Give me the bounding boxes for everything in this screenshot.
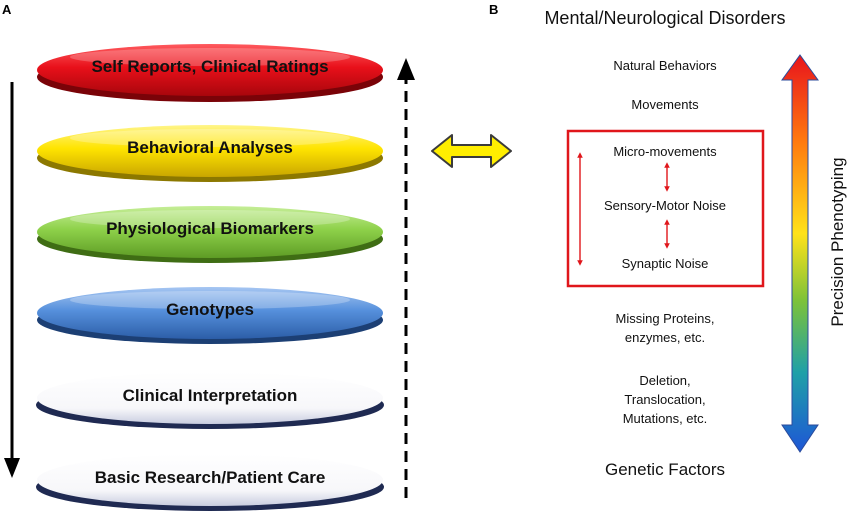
missing-line-1: Missing Proteins, — [615, 311, 715, 326]
deletion-line-3: Mutations, etc. — [622, 411, 708, 426]
layer-behavioral-analyses — [37, 125, 383, 182]
layer-label-clinical-interpretation: Clinical Interpretation — [122, 386, 298, 405]
layer-self-reports — [37, 44, 383, 102]
missing-line-2: enzymes, etc. — [624, 330, 706, 345]
panel-b-title: Mental/Neurological Disorders — [544, 8, 786, 28]
missing-proteins-label: Missing Proteins, enzymes, etc. — [570, 309, 760, 347]
layer-genotypes — [37, 287, 383, 344]
spectrum-arrow — [781, 54, 819, 453]
sensory-motor-noise-label: Sensory-Motor Noise — [603, 198, 727, 213]
deletion-label: Deletion, Translocation, Mutations, etc. — [570, 371, 760, 428]
natural-behaviors-label: Natural Behaviors — [613, 58, 717, 73]
up-dashed-arrow — [397, 58, 415, 498]
layer-label-physiological: Physiological Biomarkers — [106, 219, 314, 238]
deletion-line-2: Translocation, — [624, 392, 706, 407]
double-arrow-icon — [431, 134, 512, 168]
down-arrow — [4, 82, 20, 478]
layer-physiological-biomarkers — [37, 206, 383, 263]
genetic-factors-label: Genetic Factors — [605, 460, 725, 479]
layer-label-self-reports: Self Reports, Clinical Ratings — [91, 57, 329, 76]
synaptic-noise-label: Synaptic Noise — [621, 256, 709, 271]
layer-clinical-interpretation — [36, 372, 384, 429]
layer-label-behavioral: Behavioral Analyses — [127, 138, 293, 157]
layer-label-basic-research: Basic Research/Patient Care — [94, 468, 326, 487]
panel-a-label: A — [2, 2, 12, 17]
deletion-line-1: Deletion, — [639, 373, 691, 388]
micro-movements-label: Micro-movements — [613, 144, 717, 159]
noise-box — [566, 129, 765, 288]
movements-label: Movements — [631, 97, 699, 112]
precision-phenotyping-label: Precision Phenotyping — [828, 157, 847, 327]
panel-b-label: B — [489, 2, 499, 17]
layer-label-genotypes: Genotypes — [166, 300, 254, 319]
layer-basic-research — [36, 454, 384, 511]
